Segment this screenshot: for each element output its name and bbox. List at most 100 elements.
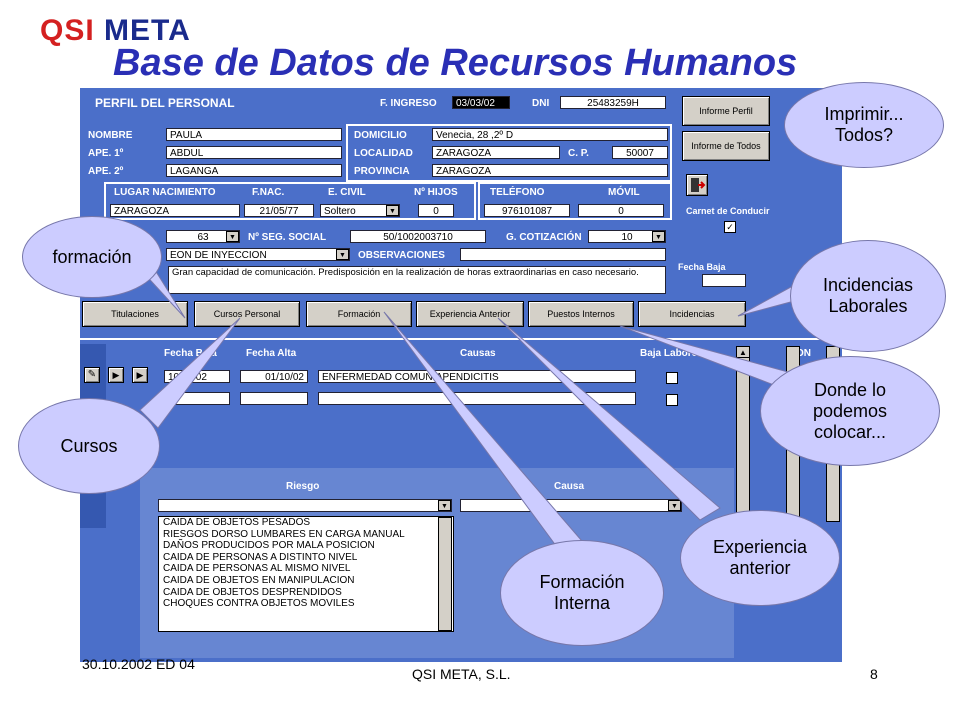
ape1-label: APE. 1º [88,148,124,159]
tab-cursos-personal[interactable]: Cursos Personal [194,301,300,327]
tab-titulaciones[interactable]: Titulaciones [82,301,188,327]
callout-formacion: formación [22,216,162,298]
dni-field[interactable]: 25483259H [560,96,666,109]
play-icon[interactable]: ▶ [108,367,124,383]
telefono-field[interactable]: 976101087 [484,204,570,217]
lugar-nac-field[interactable]: ZARAGOZA [110,204,240,217]
formacion-interna-pointer [383,311,589,559]
civil-select[interactable]: Soltero [320,204,400,217]
ape2-field[interactable]: LAGANGA [166,164,342,177]
informe-todos-button[interactable]: Informe de Todos [682,131,770,161]
chevron-down-icon[interactable]: ▼ [668,500,681,511]
logo-meta: META [104,14,191,47]
page-number: 8 [870,666,878,682]
dni-label: DNI [532,98,550,109]
civil-value: Soltero [324,206,356,217]
telefono-label: TELÉFONO [490,187,545,198]
callout-formacion-interna: Formación Interna [500,540,664,646]
logo-qsi: QSI [40,14,95,47]
tab-experiencia-anterior[interactable]: Experiencia Anterior [416,301,524,327]
causa-select[interactable] [460,499,682,512]
callout-donde-text: Donde lo podemos colocar... [812,379,888,442]
tab-incidencias[interactable]: Incidencias [638,301,746,327]
row2-baja-checkbox[interactable] [666,394,678,406]
col-riesgo: Riesgo [286,481,320,492]
ss-label: Nº SEG. SOCIAL [248,232,327,243]
fnac-label: F.NAC. [252,187,285,198]
f-ingreso-field[interactable]: 03/03/02 [452,96,510,109]
chevron-down-icon[interactable]: ▼ [386,205,399,216]
divider [80,338,842,340]
cotizacion-select[interactable]: 10 [588,230,666,243]
col-fecha-baja: Fecha Baja [164,348,217,359]
callout-donde: Donde lo podemos colocar... [760,356,940,466]
fecha-baja-label: Fecha Baja [678,262,726,272]
col-fecha-alta: Fecha Alta [246,348,297,359]
ss-field[interactable]: 50/1002003710 [350,230,486,243]
list-item[interactable]: RIESGOS DORSO LUMBARES EN CARGA MANUAL [163,528,405,540]
nombre-field[interactable]: PAULA [166,128,342,141]
fnac-field[interactable]: 21/05/77 [244,204,314,217]
informe-perfil-button[interactable]: Informe Perfil [682,96,770,126]
phone-box [478,182,672,220]
tab-formacion[interactable]: Formación [306,301,412,327]
carnet-checkbox[interactable]: ✓ [724,221,736,233]
chevron-down-icon[interactable]: ▼ [438,500,451,511]
qsi-meta-logo: QSI META [40,14,191,48]
footer-company: QSI META, S.L. [412,666,511,682]
fecha-baja-field[interactable] [702,274,746,287]
riesgo-dropdown-list[interactable]: CAIDA DE OBJETOS PESADOS RIESGOS DORSO L… [158,516,454,632]
puesto-select[interactable]: EON DE INYECCION [166,248,350,261]
list-item[interactable]: CHOQUES CONTRA OBJETOS MOVILES [163,598,355,610]
provincia-field[interactable]: ZARAGOZA [432,164,668,177]
callout-experiencia: Experiencia anterior [680,510,840,606]
tab-puestos-internos[interactable]: Puestos Internos [528,301,634,327]
list-item[interactable]: CAIDA DE OBJETOS PESADOS [163,517,311,528]
riesgo-select[interactable] [158,499,452,512]
observaciones-field[interactable]: Gran capacidad de comunicación. Predispo… [168,266,666,294]
callout-cursos: Cursos [18,398,160,494]
ape1-field[interactable]: ABDUL [166,146,342,159]
provincia-label: PROVINCIA [354,166,410,177]
list-scrollbar[interactable] [438,517,452,631]
cotizacion-label: G. COTIZACIÓN [506,232,582,243]
puesto-value: EON DE INYECCION [170,250,267,261]
cp-field[interactable]: 50007 [612,146,668,159]
callout-imprimir: Imprimir... Todos? [784,82,944,168]
callout-experiencia-text: Experiencia anterior [712,537,808,578]
form-title: PERFIL DEL PERSONAL [95,96,235,110]
obs-label: OBSERVACIONES [358,250,445,261]
slide-title: Base de Datos de Recursos Humanos [113,42,798,84]
cotizacion-value: 10 [621,232,633,243]
puesto-code-select[interactable]: 63 [166,230,240,243]
col-causa: Causa [554,481,585,492]
movil-label: MÓVIL [608,187,640,198]
list-item[interactable]: CAIDA DE OBJETOS EN MANIPULACION [163,574,355,586]
row1-fecha-alta[interactable]: 01/10/02 [240,370,308,383]
exit-door-icon[interactable] [686,174,708,196]
row2-fecha-alta[interactable] [240,392,308,405]
localidad-field[interactable]: ZARAGOZA [432,146,560,159]
row2-causa[interactable] [318,392,636,405]
col-baja-laborosa: Baja Laborosa [640,348,709,359]
chevron-down-icon[interactable]: ▼ [336,249,349,260]
list-item[interactable]: CAIDA DE OBJETOS DESPRENDIDOS [163,586,342,598]
hr-database-form: PERFIL DEL PERSONAL F. INGRESO 03/03/02 … [80,88,842,662]
cursos-pointer [139,317,241,429]
list-item[interactable]: DAÑOS PRODUCIDOS POR MALA POSICION [163,540,375,552]
hijos-field[interactable]: 0 [418,204,454,217]
list-item[interactable]: CAIDA DE PERSONAS A DISTINTO NIVEL [163,551,358,563]
domicilio-field[interactable]: Venecia, 28 ,2º D [432,128,668,141]
obs-title-field[interactable] [460,248,666,261]
carnet-label: Carnet de Conducir [686,206,770,216]
civil-label: E. CIVIL [328,187,366,198]
pencil-icon[interactable]: ✎ [84,367,100,383]
chevron-down-icon[interactable]: ▼ [652,231,665,242]
list-item[interactable]: CAIDA DE PERSONAS AL MISMO NIVEL [163,563,351,575]
experiencia-pointer [497,317,721,521]
scroll-up-icon[interactable]: ▲ [736,346,750,358]
play-icon[interactable]: ▶ [132,367,148,383]
chevron-down-icon[interactable]: ▼ [226,231,239,242]
movil-field[interactable]: 0 [578,204,664,217]
row1-baja-checkbox[interactable] [666,372,678,384]
